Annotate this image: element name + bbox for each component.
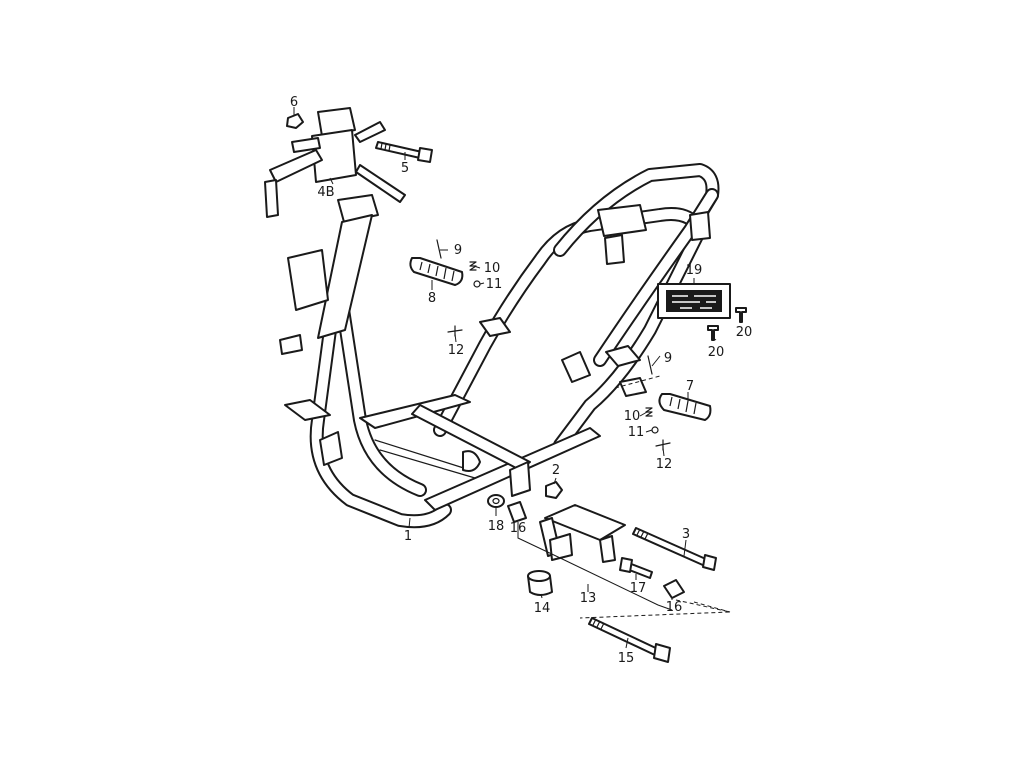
screw-20-right (735, 307, 747, 323)
collar-16-left (507, 501, 527, 523)
bolt-3 (632, 527, 717, 571)
callout-12-upper: 12 (448, 343, 465, 358)
washer-11-lower (651, 426, 659, 434)
callout-6: 6 (290, 95, 298, 110)
callout-16-left: 16 (510, 521, 527, 536)
bolt-15 (588, 617, 671, 663)
rubber-bushing-14 (527, 570, 553, 596)
spring-10-lower (645, 407, 653, 417)
leader-lines (293, 107, 743, 649)
callout-9-upper: 9 (454, 243, 462, 258)
callout-13: 13 (580, 591, 597, 606)
callout-7: 7 (686, 379, 694, 394)
washer-11-upper (473, 280, 481, 288)
pin-9-upper (436, 239, 442, 259)
callout-10-upper: 10 (484, 261, 501, 276)
callout-16-right: 16 (666, 600, 683, 615)
steering-bracket-4b (264, 107, 406, 218)
engine-hanger (539, 504, 626, 563)
pin-9-lower (647, 355, 653, 375)
label-plate-19 (657, 283, 731, 319)
screw-20-left (707, 325, 719, 341)
callout-2: 2 (552, 463, 560, 478)
callout-17: 17 (630, 581, 647, 596)
callout-3: 3 (682, 527, 690, 542)
callout-19: 19 (686, 263, 703, 278)
bolt-17 (619, 557, 653, 579)
callout-9-lower: 9 (664, 351, 672, 366)
callout-14: 14 (534, 601, 551, 616)
callout-5: 5 (401, 161, 409, 176)
footrest-8 (409, 257, 464, 286)
callout-20-right: 20 (736, 325, 753, 340)
callout-10-lower: 10 (624, 409, 641, 424)
callout-12-lower: 12 (656, 457, 673, 472)
callout-1: 1 (404, 529, 412, 544)
callout-8: 8 (428, 291, 436, 306)
callout-11-upper: 11 (486, 277, 503, 292)
spring-10-upper (469, 261, 477, 271)
callout-4b: 4B (317, 185, 334, 200)
callout-20-left: 20 (708, 345, 725, 360)
callout-labels: 6 5 4B 9 10 11 8 12 19 20 20 9 7 10 11 1… (290, 95, 752, 666)
bolt-5 (375, 141, 433, 163)
nut-6 (286, 113, 304, 129)
collar-16-right (663, 579, 685, 599)
nut-2 (545, 481, 563, 499)
callout-15: 15 (618, 651, 635, 666)
bushing-18 (487, 494, 505, 508)
callout-18: 18 (488, 519, 505, 534)
main-frame (279, 163, 720, 529)
footrest-7 (658, 393, 712, 421)
callout-11-lower: 11 (628, 425, 645, 440)
